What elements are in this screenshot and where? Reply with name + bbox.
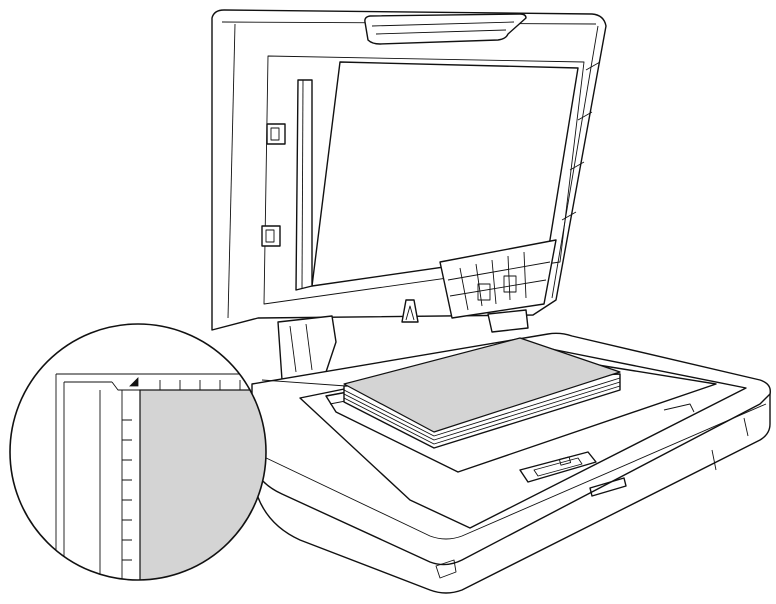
lid-handle xyxy=(364,13,527,45)
lid-hinge-right xyxy=(487,309,529,333)
document-stack xyxy=(343,337,621,449)
callout-leader xyxy=(261,379,347,387)
scanner-button-panel xyxy=(519,451,597,483)
document-top-sheet xyxy=(343,337,621,433)
alignment-arrow-mark xyxy=(129,377,139,387)
magnified-callout xyxy=(9,323,267,581)
lid-hinge-latch-lower xyxy=(261,225,281,247)
lid-hinge-latch-upper xyxy=(266,123,286,145)
scanner-front-label xyxy=(589,477,627,497)
scanner-foot xyxy=(435,559,457,579)
lid-right-mechanism xyxy=(439,239,557,319)
lid-left-rail xyxy=(295,79,313,291)
vertical-ruler-ticks xyxy=(122,419,132,561)
scanner-lid xyxy=(211,9,607,381)
lid-center-notch xyxy=(401,299,419,323)
lid-hinge-left xyxy=(277,315,337,381)
